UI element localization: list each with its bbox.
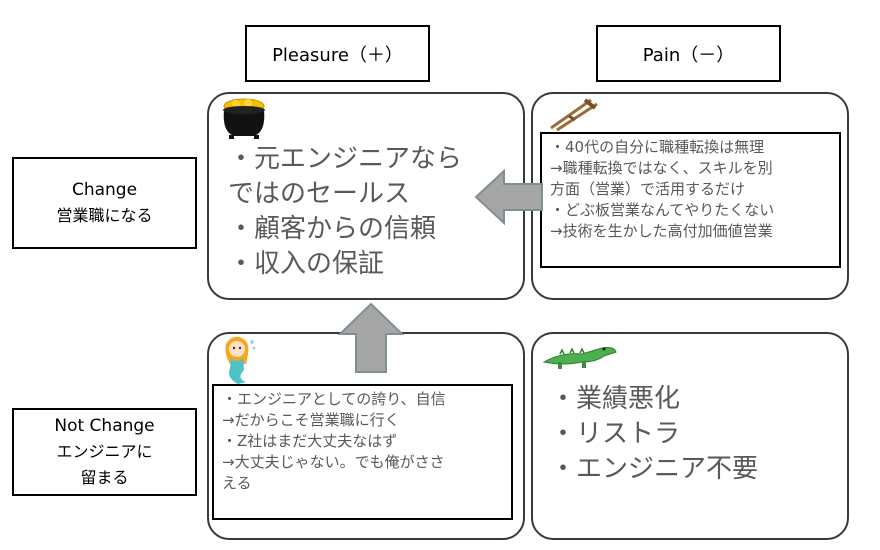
mermaid-icon: [225, 336, 256, 384]
crocodile-icon: [542, 347, 617, 369]
not-change-row-title: Not Change: [54, 416, 155, 436]
pleasure-header: Pleasure（＋）: [245, 25, 430, 82]
up-arrow: [337, 302, 405, 373]
not-change-pleasure-line: →大丈夫じゃない。でも俺がささ: [222, 453, 445, 471]
not-change-row-label: Not Change エンジニアに 留まる: [12, 408, 197, 496]
not-change-row-subtitle-1: エンジニアに: [56, 442, 153, 461]
change-pleasure-text: ・元エンジニアなら ではのセールス ・顧客からの信頼 ・収入の保証: [228, 142, 462, 282]
change-pleasure-line: ・収入の保証: [228, 249, 385, 279]
change-pain-textbox: ・40代の自分に職種転換は無理 →職種転換ではなく、スキルを別 方面（営業）で活…: [540, 132, 841, 268]
change-row-subtitle: 営業職になる: [56, 206, 153, 225]
change-pain-line: 方面（営業）で活用するだけ: [550, 180, 746, 198]
not-change-pleasure-line: ・Z社はまだ大丈夫なはず: [222, 432, 398, 450]
change-pain-line: ・どぶ板営業なんてやりたくない: [550, 201, 775, 219]
change-row-label: Change 営業職になる: [12, 157, 197, 249]
pain-header: Pain（－）: [596, 25, 781, 82]
not-change-row-subtitle-2: 留まる: [80, 468, 129, 487]
not-change-pain-line: ・業績悪化: [550, 384, 681, 414]
change-pain-line: →職種転換ではなく、スキルを別: [550, 159, 773, 177]
not-change-pleasure-line: える: [222, 474, 252, 492]
not-change-pain-text: ・業績悪化 ・リストラ ・エンジニア不要: [550, 382, 758, 487]
change-pain-line: →技術を生かした高付加価値営業: [550, 222, 773, 240]
change-pleasure-line: ではのセールス: [228, 179, 411, 209]
not-change-pain-line: ・リストラ: [550, 419, 681, 449]
not-change-pleasure-line: →だからこそ営業職に行く: [222, 411, 400, 429]
not-change-pleasure-textbox: ・エンジニアとしての誇り、自信 →だからこそ営業職に行く ・Z社はまだ大丈夫なは…: [212, 384, 513, 520]
left-arrow: [474, 169, 543, 225]
crutches-icon: [550, 98, 598, 132]
change-pain-line: ・40代の自分に職種転換は無理: [550, 138, 765, 156]
change-pleasure-line: ・顧客からの信頼: [228, 214, 437, 244]
change-pleasure-line: ・元エンジニアなら: [228, 144, 463, 174]
not-change-pleasure-line: ・エンジニアとしての誇り、自信: [222, 390, 446, 408]
change-row-title: Change: [71, 180, 138, 200]
pot-of-gold-icon: [223, 98, 265, 139]
not-change-pain-line: ・エンジニア不要: [550, 454, 759, 484]
